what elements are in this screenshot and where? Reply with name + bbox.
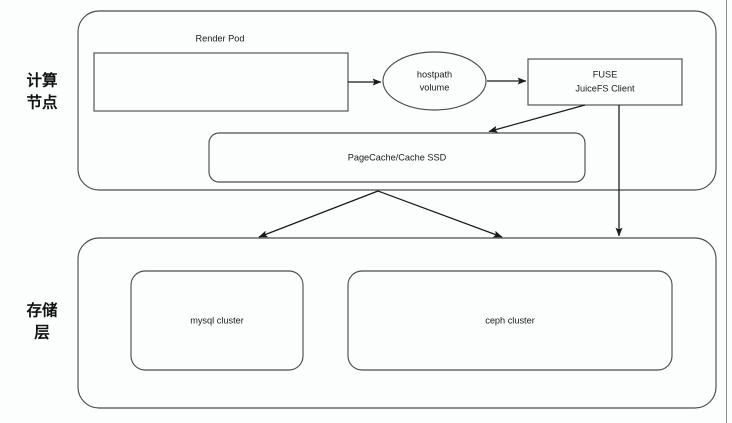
fuse-juicefs-client[interactable] [527, 58, 683, 106]
storage-layer-label-line2: 层 [34, 324, 50, 342]
cross-layer-connectors [258, 105, 623, 238]
storage-layer-section: 存储 层 mysql cluster ceph cluster [26, 237, 717, 409]
fuse-juicefs-client-label-line1: FUSE [593, 69, 618, 79]
compute-node-section: 计算 节点 Render Pod hostpath volume FUSE Ju… [26, 10, 717, 191]
mysql-cluster[interactable] [130, 270, 304, 371]
pagecache-ssd[interactable] [208, 132, 586, 183]
compute-node-label-line1: 计算 [26, 71, 57, 90]
ceph-cluster[interactable] [347, 270, 673, 371]
storage-layer-label-line1: 存储 [26, 301, 58, 320]
render-pod-title: Render Pod [195, 33, 244, 43]
connector-cache-to-ceph [377, 190, 503, 238]
pagecache-ssd-label: PageCache/Cache SSD [348, 152, 447, 162]
hostpath-volume-label-line2: volume [420, 82, 450, 92]
connector-cache-to-mysql [258, 190, 379, 238]
connector-client-to-cache [488, 104, 586, 133]
hostpath-volume-label-line1: hostpath [417, 69, 452, 79]
hostpath-volume[interactable] [382, 51, 487, 111]
ceph-cluster-label: ceph cluster [485, 315, 535, 325]
compute-node-label-line2: 节点 [26, 93, 58, 112]
fuse-juicefs-client-label-line2: JuiceFS Client [575, 83, 635, 93]
render-pod-box[interactable] [93, 52, 349, 112]
mysql-cluster-label: mysql cluster [190, 315, 244, 325]
